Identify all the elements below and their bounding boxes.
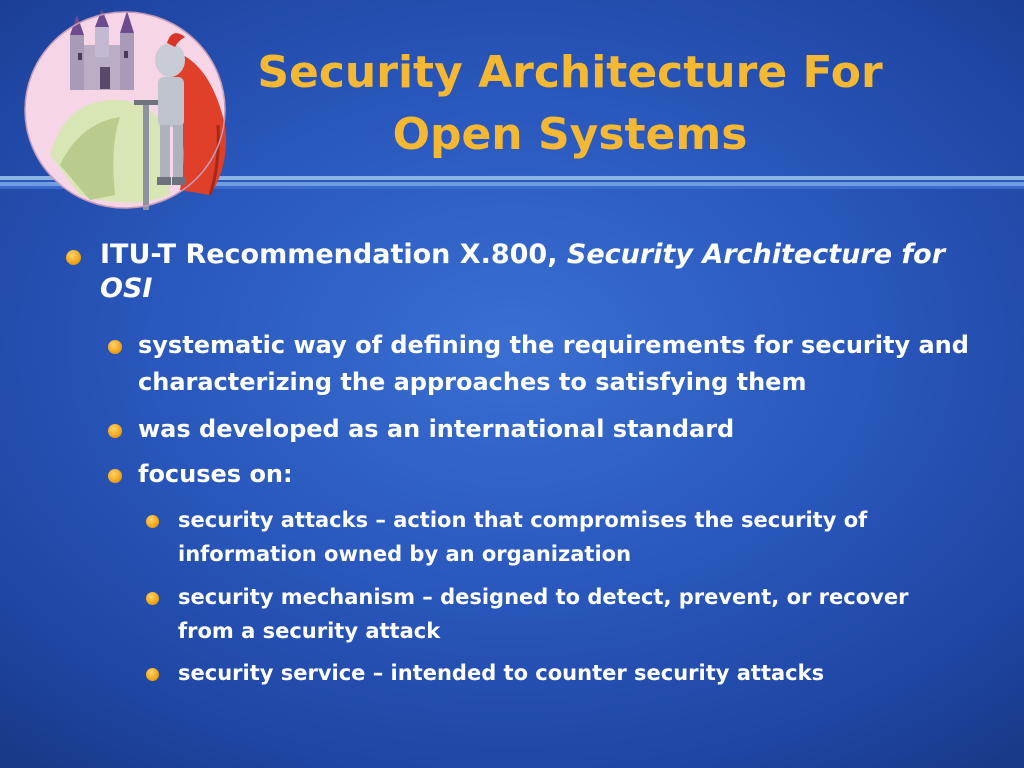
bullet-security-service: security service – intended to counter s… — [146, 656, 958, 690]
bullet-text: systematic way of defining the requireme… — [138, 331, 969, 396]
title-line-1: Security Architecture For — [257, 47, 883, 98]
bullet-icon — [146, 592, 159, 605]
bullet-security-mechanism: security mechanism – designed to detect,… — [146, 580, 958, 648]
bullet-icon — [146, 668, 159, 681]
bullet-international-standard: was developed as an international standa… — [108, 411, 978, 448]
bullet-icon — [66, 250, 81, 265]
bullet-text: focuses on: — [138, 460, 293, 488]
bullet-icon — [108, 340, 122, 354]
bullet-systematic-way: systematic way of defining the requireme… — [108, 327, 978, 401]
bullet-text: security mechanism – designed to detect,… — [178, 585, 909, 643]
bullet-focuses-on: focuses on: — [108, 456, 978, 493]
bullet-text: ITU-T Recommendation X.800, — [100, 239, 567, 270]
bullet-x800: ITU-T Recommendation X.800, Security Arc… — [66, 238, 960, 306]
title-line-2: Open Systems — [392, 109, 748, 160]
bullet-text: security service – intended to counter s… — [178, 661, 825, 685]
bullet-text: security attacks – action that compromis… — [178, 508, 868, 566]
bullet-text: was developed as an international standa… — [138, 415, 735, 443]
bullet-icon — [146, 515, 159, 528]
bullet-security-attacks: security attacks – action that compromis… — [146, 503, 958, 571]
bullet-icon — [108, 424, 122, 438]
knight-castle-icon — [24, 9, 226, 210]
bullet-text-italic: Security Architecture for OSI — [100, 239, 946, 304]
slide-title: Security Architecture For Open Systems — [210, 42, 930, 166]
bullet-icon — [108, 469, 122, 483]
title-divider — [0, 176, 1024, 189]
